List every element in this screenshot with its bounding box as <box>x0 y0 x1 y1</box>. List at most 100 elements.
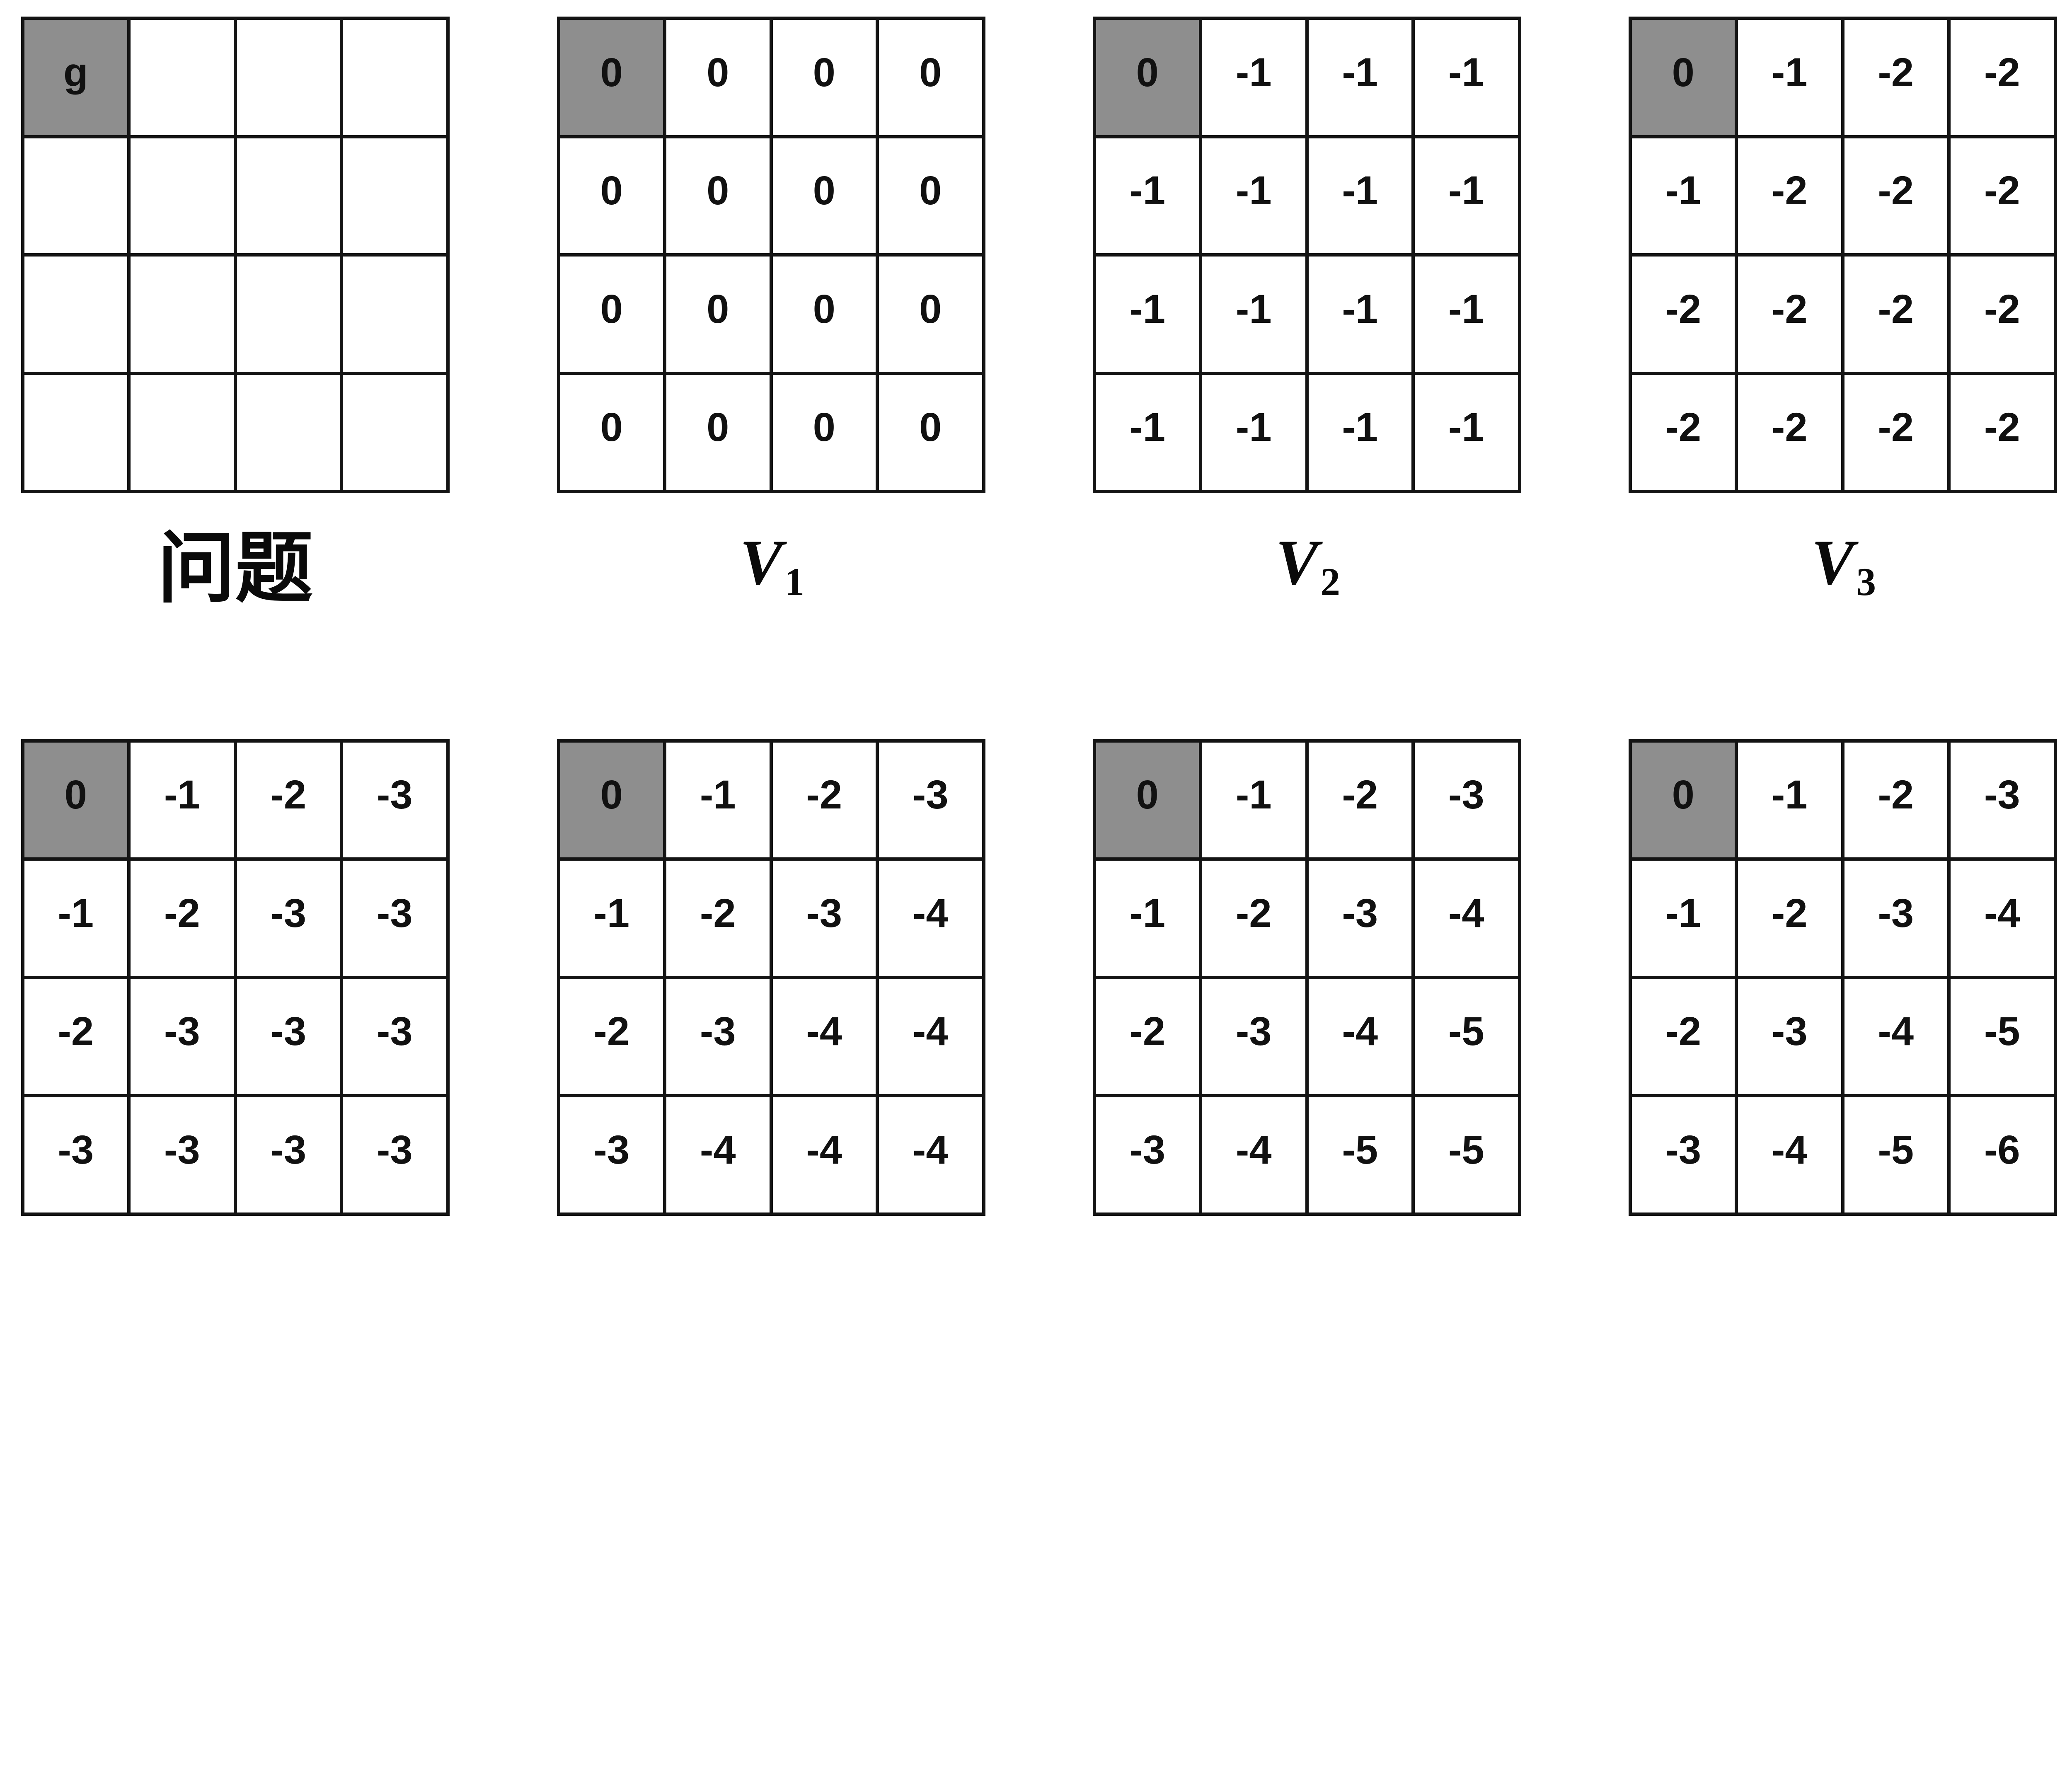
grid-cell: 0 <box>769 17 879 138</box>
grid-cell: -4 <box>1947 857 2057 979</box>
grid-cell: -3 <box>663 975 773 1098</box>
grid-row: 0-1-2-3 <box>1092 739 1521 861</box>
grid-cell: -2 <box>1947 371 2057 493</box>
grid-cell: -1 <box>1411 253 1521 375</box>
grid-row: -1-1-1-1 <box>1092 135 1521 257</box>
grid-cell <box>340 17 450 138</box>
grid-cell: -2 <box>1735 371 1844 493</box>
grid-cell: -4 <box>1735 1094 1844 1216</box>
grid-cell: -1 <box>1305 253 1415 375</box>
grid-row: -3-4-5-6 <box>1628 1094 2057 1216</box>
grid-row: -1-2-3-4 <box>557 857 985 979</box>
grid-row: 0-1-2-3 <box>557 739 985 861</box>
grid-cell: -1 <box>127 739 237 861</box>
grid-cell: -3 <box>127 1094 237 1216</box>
grid-row: -2-2-2-2 <box>1628 253 2057 375</box>
grid-cell: 0 <box>876 253 985 375</box>
grid-cell <box>233 17 343 138</box>
grid-cell: -1 <box>1735 17 1844 138</box>
grid-cell: -4 <box>769 975 879 1098</box>
grid-cell <box>21 253 131 375</box>
grid-cell: -3 <box>1947 739 2057 861</box>
grid-cell: 0 <box>557 371 666 493</box>
grid-cell <box>233 135 343 257</box>
grid-table-v3: 0-1-2-2-1-2-2-2-2-2-2-2-2-2-2-2 <box>1628 17 2057 493</box>
grid-row: 0-1-2-3 <box>1628 739 2057 861</box>
grid-cell: -3 <box>557 1094 666 1216</box>
grid-cell: -2 <box>1305 739 1415 861</box>
grid-cell: -1 <box>1305 371 1415 493</box>
grid-cell: -1 <box>1199 17 1309 138</box>
grid-cell: 0 <box>663 371 773 493</box>
grid-cell: -1 <box>1305 17 1415 138</box>
grid-cell: -3 <box>1092 1094 1202 1216</box>
grid-cell: -2 <box>1841 739 1951 861</box>
grid-row: -2-3-4-5 <box>1092 975 1521 1098</box>
grid-cell: 0 <box>557 253 666 375</box>
grid-cell: -3 <box>1735 975 1844 1098</box>
grid-cell: 0 <box>557 135 666 257</box>
grid-cell: -5 <box>1305 1094 1415 1216</box>
grid-row: 0-1-2-2 <box>1628 17 2057 138</box>
grid-table-v2: 0-1-1-1-1-1-1-1-1-1-1-1-1-1-1-1 <box>1092 17 1521 493</box>
figure-row-2: 0-1-2-3-1-2-3-3-2-3-3-3-3-3-3-3V40-1-2-3… <box>0 739 2072 1232</box>
grid-row: -1-2-3-4 <box>1628 857 2057 979</box>
grid-figure-v7: 0-1-2-3-1-2-3-4-2-3-4-5-3-4-5-6V7 <box>1628 739 2057 1232</box>
grid-cell: -2 <box>1947 135 2057 257</box>
grid-row <box>21 253 450 375</box>
grid-cell: -2 <box>663 857 773 979</box>
grid-cell: -4 <box>1411 857 1521 979</box>
grid-cell: -3 <box>233 857 343 979</box>
grid-cell: -2 <box>1628 975 1738 1098</box>
grid-cell <box>21 371 131 493</box>
grid-cell: -1 <box>1628 135 1738 257</box>
grid-cell: -3 <box>340 1094 450 1216</box>
grid-cell: 0 <box>876 371 985 493</box>
grid-figure-v5: 0-1-2-3-1-2-3-4-2-3-4-4-3-4-4-4V5 <box>557 739 985 1232</box>
grid-cell: -2 <box>1735 135 1844 257</box>
grid-row: 0-1-1-1 <box>1092 17 1521 138</box>
grid-cell: -2 <box>1628 371 1738 493</box>
grid-cell <box>340 253 450 375</box>
grid-cell: -3 <box>1411 739 1521 861</box>
grid-cell: 0 <box>876 135 985 257</box>
grid-cell: -1 <box>1199 253 1309 375</box>
grid-cell: -1 <box>1411 371 1521 493</box>
grid-cell: 0 <box>769 135 879 257</box>
grid-cell: -1 <box>663 739 773 861</box>
grid-cell: -1 <box>1199 739 1309 861</box>
grid-cell <box>233 371 343 493</box>
goal-cell: 0 <box>1628 739 1738 861</box>
grid-cell: -3 <box>1841 857 1951 979</box>
grid-cell: -2 <box>1841 135 1951 257</box>
grid-cell: -6 <box>1947 1094 2057 1216</box>
grid-cell: -2 <box>1841 17 1951 138</box>
grid-cell: -2 <box>557 975 666 1098</box>
grid-cell: -4 <box>1305 975 1415 1098</box>
grid-cell: -3 <box>233 1094 343 1216</box>
grid-row <box>21 135 450 257</box>
grid-cell: -3 <box>769 857 879 979</box>
grid-cell: -4 <box>663 1094 773 1216</box>
grid-table-v5: 0-1-2-3-1-2-3-4-2-3-4-4-3-4-4-4 <box>557 739 985 1216</box>
grid-cell: -2 <box>1735 857 1844 979</box>
grid-cell <box>127 371 237 493</box>
v-label-subscript: 2 <box>1320 560 1340 604</box>
grid-cell: -3 <box>1305 857 1415 979</box>
grid-cell: -2 <box>1199 857 1309 979</box>
grid-row: -1-2-2-2 <box>1628 135 2057 257</box>
grid-cell: -4 <box>876 857 985 979</box>
grid-row: -2-2-2-2 <box>1628 371 2057 493</box>
grid-row: -3-4-5-5 <box>1092 1094 1521 1216</box>
grid-row: -1-1-1-1 <box>1092 253 1521 375</box>
v-label-subscript: 3 <box>1856 560 1876 604</box>
grid-cell: -5 <box>1411 975 1521 1098</box>
grid-cell: -2 <box>1092 975 1202 1098</box>
grid-row: g <box>21 17 450 138</box>
